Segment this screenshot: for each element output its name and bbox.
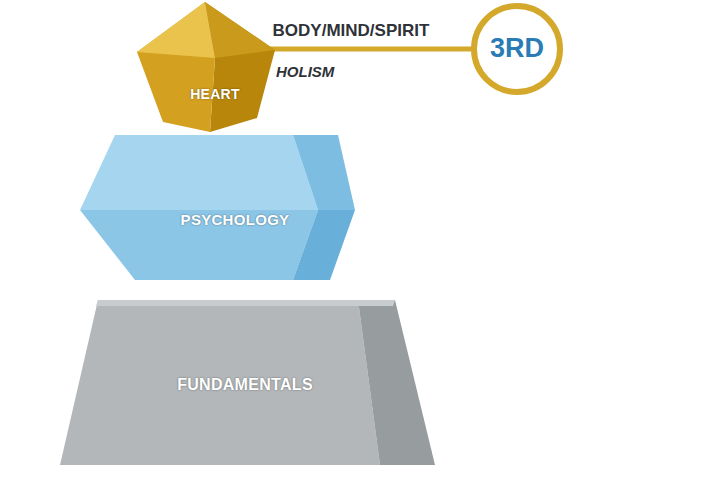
node-title: HEART <box>190 87 240 102</box>
node-title: PSYCHOLOGY <box>181 212 290 229</box>
shape-face <box>205 2 275 132</box>
shape-face <box>80 135 318 210</box>
edge-label: BODY/MIND/SPIRIT <box>273 22 430 41</box>
shape-outline <box>78 130 358 285</box>
shape-face <box>137 2 215 58</box>
caption-label: HOLISM <box>276 64 334 81</box>
shape-face <box>137 2 215 132</box>
connector-line <box>269 47 473 52</box>
fundamentals-tier: FUNDAMENTALS <box>58 296 438 468</box>
shape-face <box>358 300 435 465</box>
node-title: FUNDAMENTALS <box>177 376 313 394</box>
psychology-tier: PSYCHOLOGY <box>78 130 358 285</box>
ring-outline <box>474 6 560 92</box>
shape-face <box>80 210 318 280</box>
shape-face <box>293 210 355 280</box>
shape-outline <box>135 0 277 135</box>
heart-gem: HEART <box>135 0 277 135</box>
shape-face <box>60 300 380 465</box>
node-title: 3RD <box>490 34 544 64</box>
shape-face <box>96 300 395 306</box>
shape-face <box>205 2 275 58</box>
level-circle: 3RD <box>470 2 564 96</box>
shape-face <box>293 135 355 210</box>
